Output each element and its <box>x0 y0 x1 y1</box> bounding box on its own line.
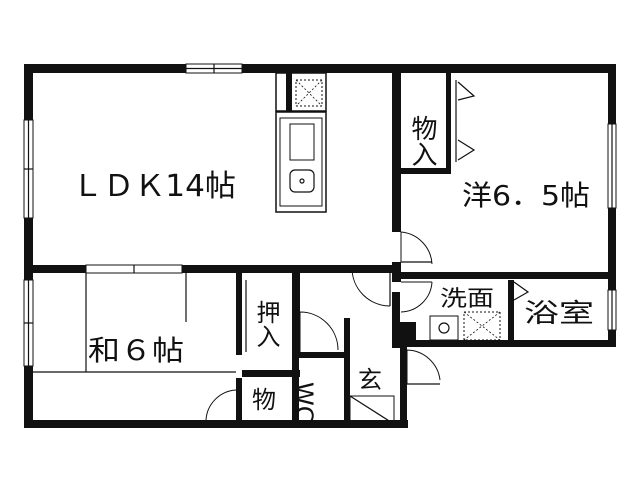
sink-icon <box>289 169 315 193</box>
room-label-western: 洋6．5帖 <box>462 179 590 212</box>
window-icon <box>23 63 617 367</box>
kitchen-counter <box>275 72 327 213</box>
door-swing-icon <box>205 231 441 425</box>
svg-text:物入: 物入 <box>407 115 437 167</box>
room-label-ldk: ＬＤＫ14帖 <box>72 169 236 204</box>
room-label-japanese: 和６帖 <box>88 334 184 367</box>
svg-text:押入: 押入 <box>252 300 280 348</box>
room-label-bath: 浴室 <box>524 299 594 329</box>
stove-icon <box>289 123 315 161</box>
room-label-entrance: 玄 <box>358 366 382 394</box>
washing-machine-icon <box>463 311 501 341</box>
interior-walls <box>24 64 616 428</box>
room-label-oshiire: 押入 <box>252 300 280 348</box>
room-label-wc: WC <box>290 382 318 423</box>
room-label-closet-western: 物入 <box>407 115 437 167</box>
washroom-fixtures <box>404 311 501 341</box>
tatami-lines <box>33 273 236 373</box>
room-label-washroom: 洗面 <box>440 287 494 312</box>
room-label-closet-small: 物 <box>252 386 276 414</box>
washbasin-icon <box>429 315 459 341</box>
closet-doors <box>455 80 530 301</box>
